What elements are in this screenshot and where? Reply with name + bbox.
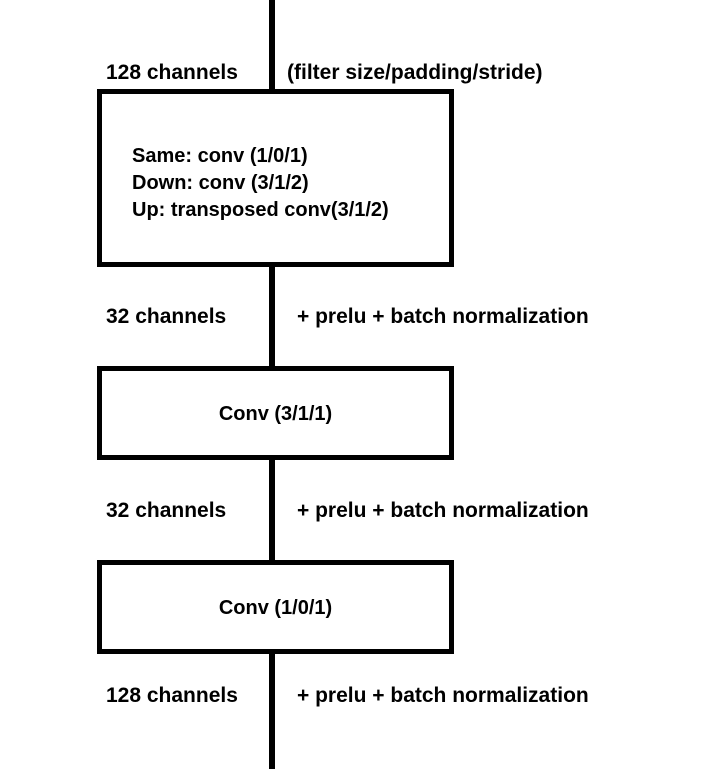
conv-block-3: Conv (1/0/1) <box>97 560 454 654</box>
edge2-channels-label: 32 channels <box>106 499 227 522</box>
conv-block-1: Same: conv (1/0/1) Down: conv (3/1/2) Up… <box>97 89 454 267</box>
edge1-channels-label: 32 channels <box>106 305 227 328</box>
block2-label: Conv (3/1/1) <box>218 403 333 425</box>
edge1-ops-label: + prelu + batch normalization <box>297 305 589 328</box>
block3-label: Conv (1/0/1) <box>218 597 333 619</box>
edge2-ops-label: + prelu + batch normalization <box>297 499 589 522</box>
block1-line-down: Down: conv (3/1/2) <box>132 172 309 194</box>
input-channels-label: 128 channels <box>106 61 238 84</box>
connector-top <box>269 0 275 92</box>
connector-1-2 <box>269 262 275 370</box>
connector-2-3 <box>269 456 275 564</box>
connector-bottom <box>269 650 275 769</box>
edge3-ops-label: + prelu + batch normalization <box>297 684 589 707</box>
block1-line-up: Up: transposed conv(3/1/2) <box>132 199 389 221</box>
params-legend-label: (filter size/padding/stride) <box>287 61 543 84</box>
edge3-channels-label: 128 channels <box>106 684 238 707</box>
block1-line-same: Same: conv (1/0/1) <box>132 145 308 167</box>
conv-block-2: Conv (3/1/1) <box>97 366 454 460</box>
